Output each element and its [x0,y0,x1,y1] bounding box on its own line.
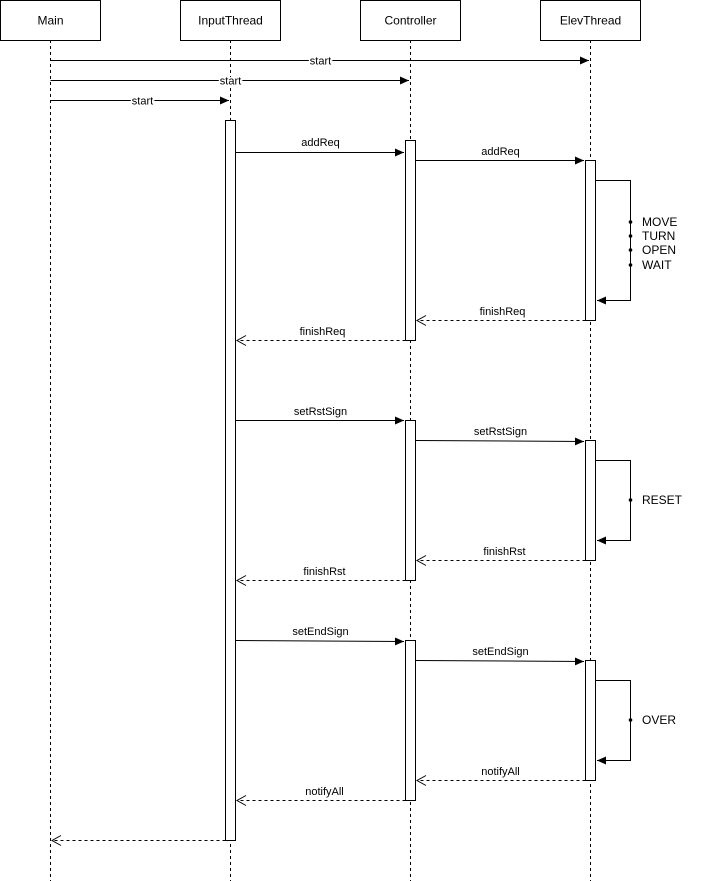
elevthread-activation-reset [585,440,596,561]
finishrst-elev-label: finishRst [483,546,525,558]
start-elev-label: start [310,56,331,68]
setrstsign-elev-arrow [415,437,585,446]
setendsign-elev-arrow [415,657,585,666]
state-over: OVER [642,713,676,727]
reset-block: setRstSign setRstSign RESET finishRst fi… [235,406,683,586]
state-open: OPEN [642,243,676,257]
participant-controller-label: Controller [384,14,436,28]
state-reset: RESET [642,493,683,507]
inputthread-activation [225,120,236,841]
participant-headers: Main InputThread Controller ElevThread [0,0,641,41]
setendsign-elev-label: setEndSign [472,646,528,658]
elevthread-activation-request [585,160,596,321]
setrstsign-controller-label: setRstSign [294,406,347,418]
setrstsign-elev-label: setRstSign [474,426,527,438]
finishrst-controller-label: finishRst [303,566,345,578]
start-controller-label: start [220,76,241,88]
startup-messages: start start start [50,54,589,109]
participant-elevthread-label: ElevThread [560,14,621,28]
participant-controller[interactable]: Controller [360,0,461,41]
addreq-elev-label: addReq [481,146,520,158]
controller-activation-reset [405,420,416,581]
setendsign-controller-arrow [235,637,405,646]
participant-elevthread[interactable]: ElevThread [540,0,641,41]
end-self-loop [595,680,631,765]
participant-inputthread[interactable]: InputThread [180,0,281,41]
finishreq-elev-label: finishReq [480,306,526,318]
setendsign-controller-label: setEndSign [292,626,348,638]
activation-bars [225,120,596,841]
addreq-controller-label: addReq [301,137,340,149]
state-bullet [628,220,633,224]
state-bullet [628,263,633,267]
state-bullet [628,248,633,252]
state-bullet [628,234,633,238]
participant-main[interactable]: Main [0,0,101,41]
notifyall-elev-label: notifyAll [481,766,520,778]
elevthread-activation-end [585,660,596,781]
end-block: setEndSign setEndSign OVER notifyAll not… [50,626,676,846]
request-self-loop [595,180,631,305]
state-wait: WAIT [642,258,672,272]
state-bullet [628,718,633,722]
request-block: addReq addReq MOVE TURN OPEN WAIT finish… [235,137,677,346]
controller-activation-request [405,140,416,341]
notifyall-controller-label: notifyAll [305,786,344,798]
lifelines [50,40,591,881]
start-input-label: start [132,96,153,108]
participant-inputthread-label: InputThread [198,14,263,28]
state-bullet [628,498,633,502]
state-turn: TURN [642,229,675,243]
finishreq-controller-label: finishReq [300,326,346,338]
request-state-list: MOVE TURN OPEN WAIT [628,215,677,272]
controller-activation-end [405,640,416,801]
participant-main-label: Main [37,14,63,28]
reset-self-loop [595,460,631,545]
state-move: MOVE [642,215,677,229]
